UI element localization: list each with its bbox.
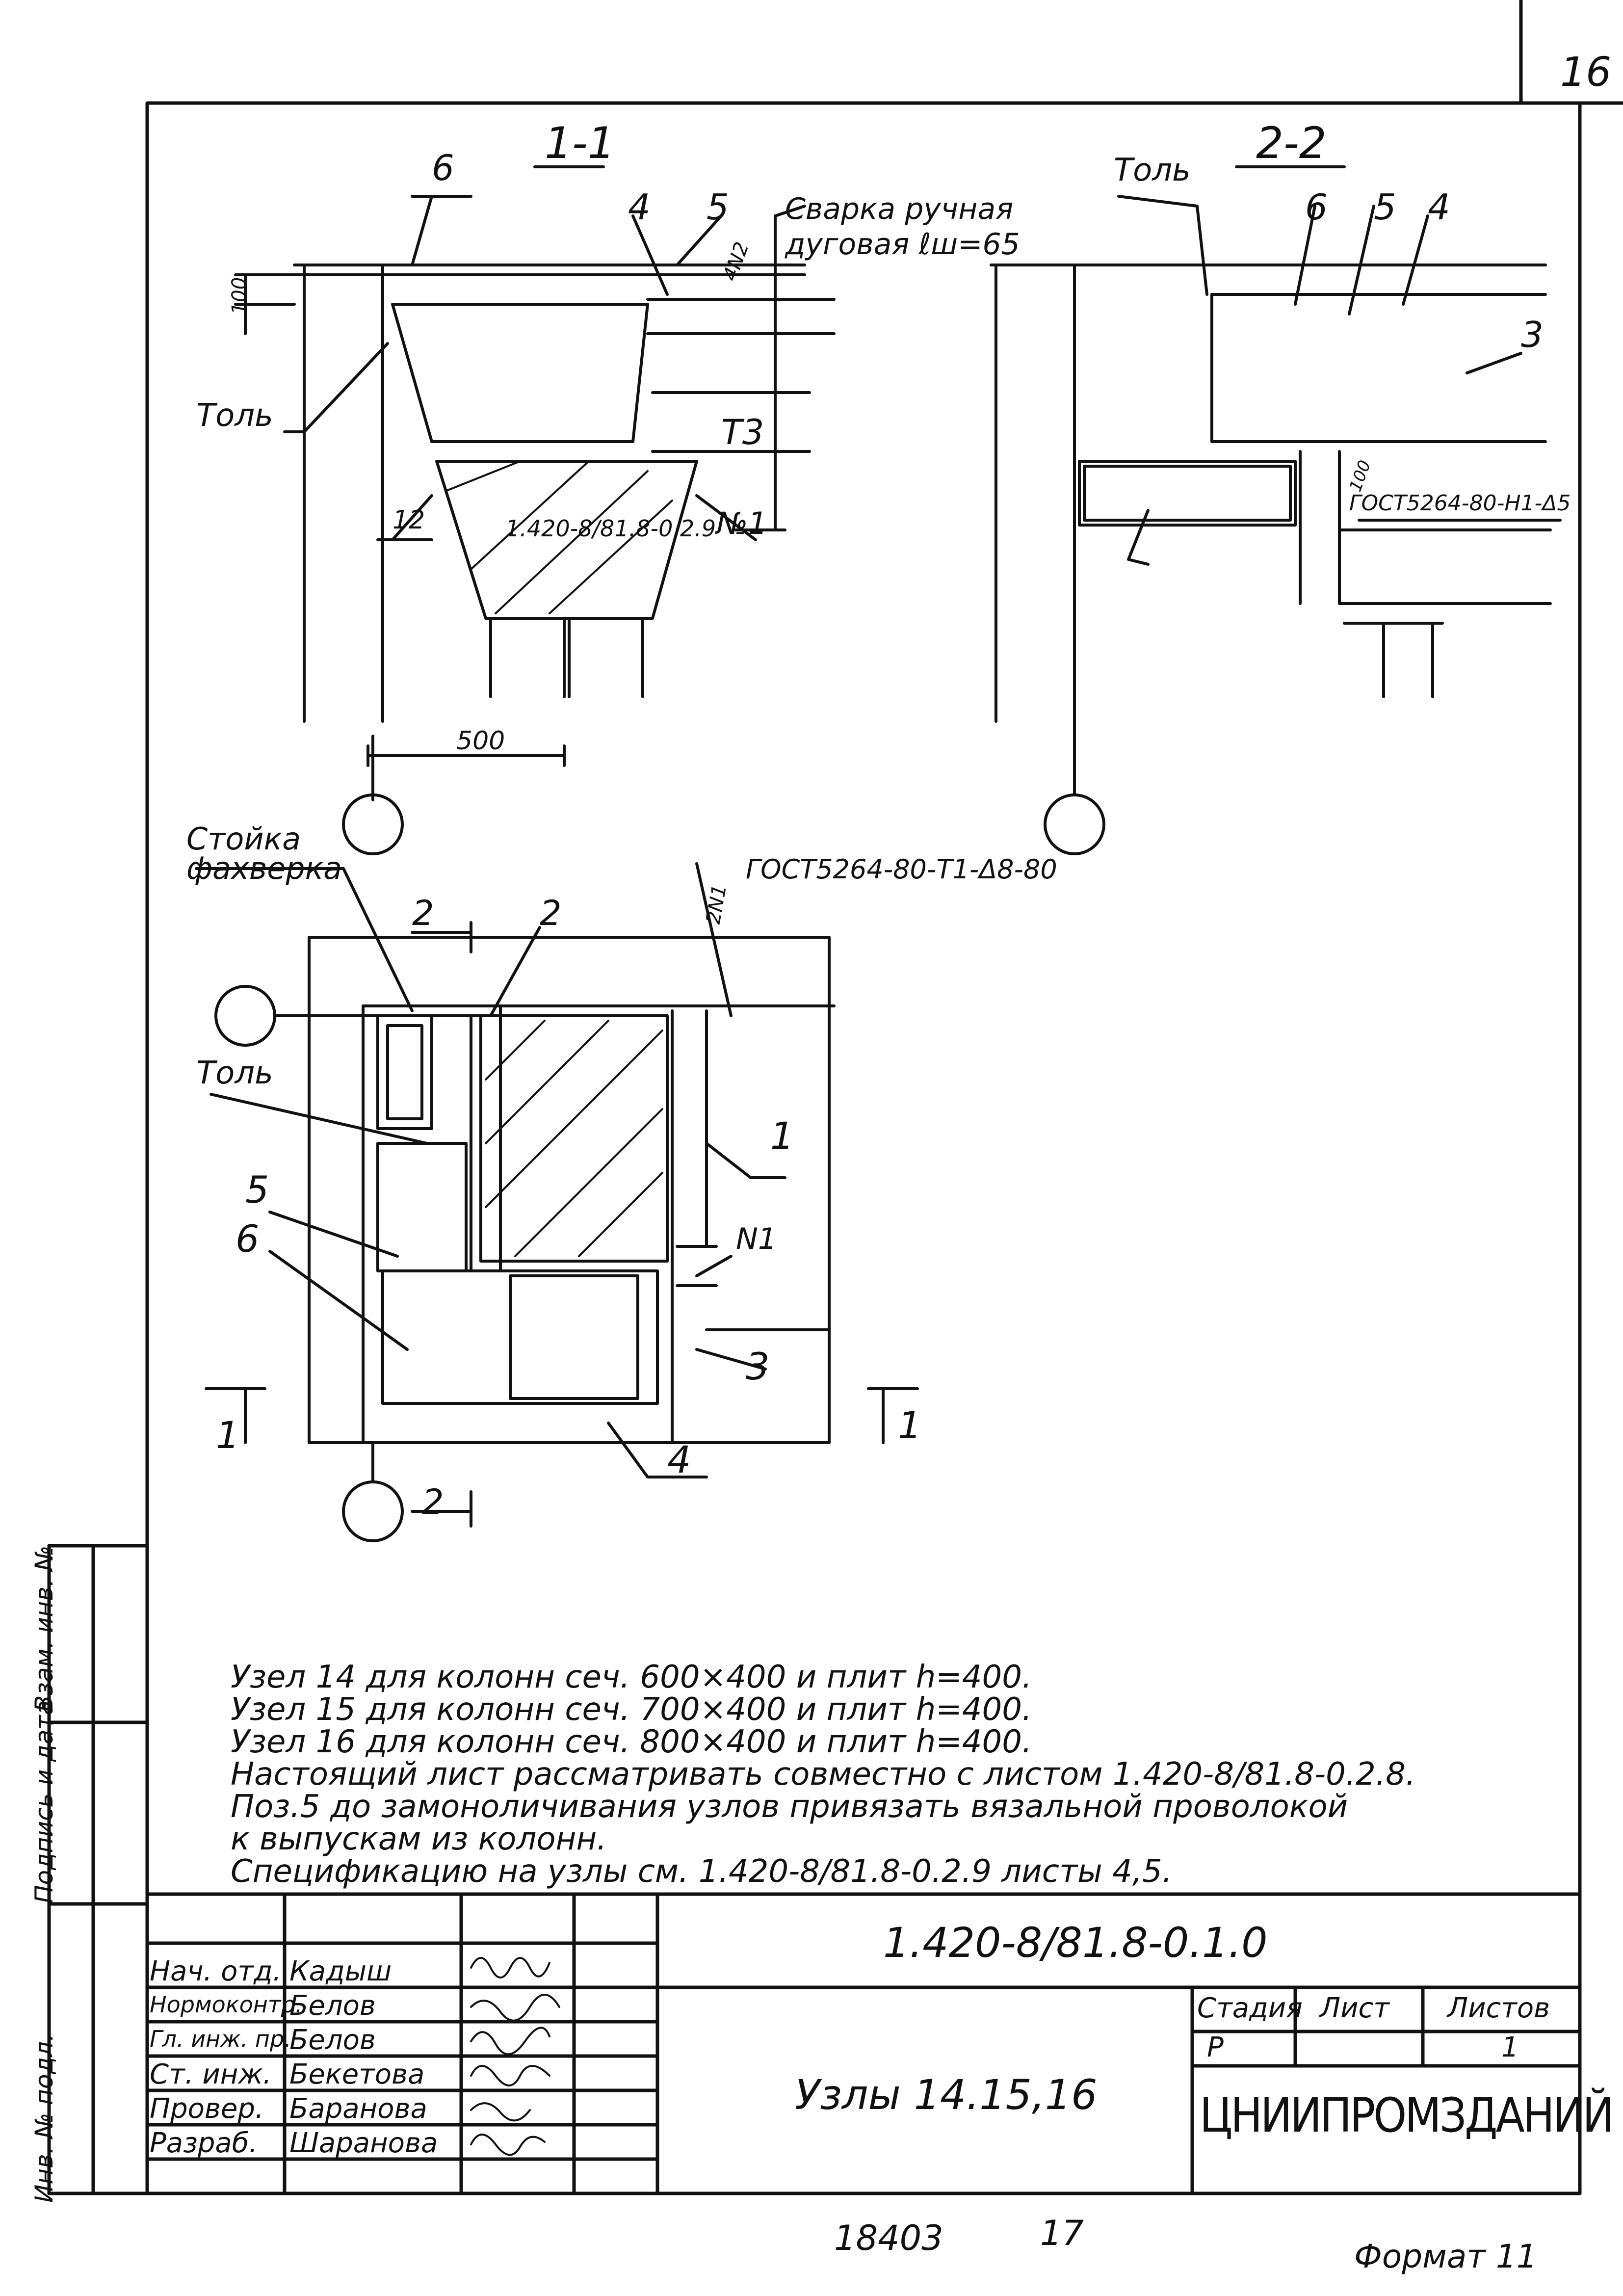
name-6: Шаранова [289,2127,438,2159]
note-line-4: Настоящий лист рассматривать совместно с… [231,1756,1416,1793]
name-5: Баранова [289,2093,427,2125]
section-2-2-gost: ГОСТ5264-80-Н1-Δ5 [1349,491,1571,516]
note-line-5: Поз.5 до замоноличивания узлов привязать… [231,1789,1348,1825]
section-2-2-callout-3: 3 [1521,314,1544,355]
plan-callout-n1: N1 [736,1222,777,1256]
section-2-2-callout-6: 6 [1305,186,1328,228]
plan-gost: ГОСТ5264-80-Т1-Δ8-80 [746,854,1057,885]
section-2-2-title: 2-2 [1256,118,1327,168]
plan-callout-6: 6 [236,1217,260,1261]
title-block-sheets: 1 [1501,2032,1519,2063]
note-line-2: Узел 15 для колонн сеч. 700×400 и плит h… [231,1691,1032,1728]
role-6: Разраб. [150,2127,258,2159]
section-2-2-tol-label: Толь [1114,152,1191,188]
title-block-stage: Р [1207,2032,1224,2063]
section-1-1-title: 1-1 [545,118,615,168]
name-3: Белов [289,2024,376,2056]
title-block-sheet-header: Лист [1320,1992,1389,2024]
note-line-6: к выпускам из колонн. [231,1821,607,1857]
title-block-title: Узлы 14.15,16 [795,2071,1098,2119]
footer-page: 17 [1040,2213,1084,2253]
plan-callout-3: 3 [746,1345,770,1388]
name-2: Белов [289,1990,376,2022]
title-block-organization: ЦНИИПРОМЗДАНИЙ [1200,2088,1614,2143]
section-1-1-dim-100: 100 [228,277,251,315]
plan-stoika-label: Стойка фахверка [186,821,342,886]
name-1: Кадыш [289,1955,392,1987]
section-2-2-callout-4: 4 [1428,186,1450,228]
role-4: Ст. инж. [150,2058,272,2090]
name-4: Бекетова [289,2058,425,2090]
section-1-1-callout-4: 4 [628,186,651,228]
plan-tol-label: Толь [196,1055,273,1091]
plan-callout-2: 2 [540,893,562,933]
plan-callout-4: 4 [667,1438,691,1481]
plan-cut-2-top: 2 [412,893,434,933]
note-line-3: Узел 16 для колонн сеч. 800×400 и плит h… [231,1724,1032,1760]
section-1-1-ref-n1: №1 [716,505,767,541]
role-1: Нач. отд. [150,1955,282,1987]
side-stamp-signature: Подпись и дата [30,1700,58,1903]
side-stamp-vzam: Взам. инв. № [30,1545,58,1712]
plan-cut-2-bottom: 2 [422,1482,444,1522]
footer-format: Формат 11 [1354,2238,1537,2275]
section-1-1-welding-note: Сварка ручная дуговая ℓш=65 [785,192,1020,262]
note-line-1: Узел 14 для колонн сеч. 600×400 и плит h… [231,1659,1032,1695]
plan-callout-1: 1 [770,1114,794,1158]
section-1-1-dim-500: 500 [456,726,505,756]
section-1-1-ref-t3: Т3 [721,412,764,452]
side-stamp-inv: Инв. № подл. [30,2033,58,2203]
role-2: Нормоконтр. [150,1991,303,2018]
section-1-1-callout-6: 6 [432,147,454,188]
section-1-1-ref-12: 12 [393,505,425,535]
section-1-1-tol-label: Толь [196,397,273,434]
footer-number: 18403 [834,2218,943,2258]
sheet-corner-number: 16 [1560,49,1612,96]
title-block-designation: 1.420-8/81.8-0.1.0 [883,1919,1268,1967]
note-line-7: Спецификацию на узлы см. 1.420-8/81.8-0.… [231,1853,1173,1890]
plan-callout-5: 5 [245,1168,269,1212]
role-3: Гл. инж. пр. [150,2026,291,2052]
role-5: Провер. [150,2093,264,2125]
plan-cut-1-right: 1 [898,1403,922,1447]
plan-cut-1-left: 1 [216,1413,240,1457]
title-block-sheets-header: Листов [1447,1992,1550,2024]
title-block-stage-header: Стадия [1197,1992,1303,2024]
section-2-2-callout-5: 5 [1374,186,1396,228]
section-1-1-ref-note: 1.420-8/81.8-0.2.9 [505,515,716,542]
section-1-1-callout-5: 5 [707,186,729,228]
